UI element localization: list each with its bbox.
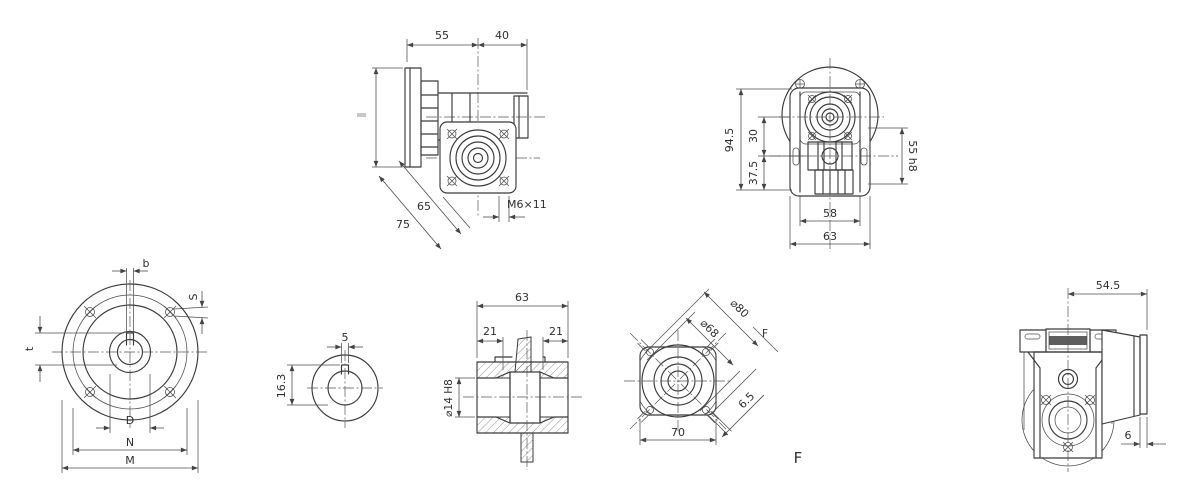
dim-b-label: b <box>143 257 150 270</box>
dim-d68-label: ⌀68 <box>698 317 722 341</box>
dim-70-label: 70 <box>671 426 685 439</box>
dim-keyw-5-label: 5 <box>342 331 349 344</box>
dim-63-label: 63 <box>823 230 837 243</box>
dim-16-3-label: 16.3 <box>275 374 288 399</box>
dim-21-left-label: 21 <box>483 325 497 338</box>
dim-d80-label: ⌀80 <box>728 297 752 321</box>
dim-21-right-label: 21 <box>549 325 563 338</box>
dim-bore-14h8-label: ⌀14 H8 <box>443 379 455 417</box>
view-f-label: F <box>794 449 803 467</box>
dim-58-label: 58 <box>823 207 837 220</box>
view-input-front: 94.5 30 37.5 55 h8 58 63 <box>723 58 919 252</box>
dim-54-5-label: 54.5 <box>1096 279 1121 292</box>
dim-55-label: 55 <box>435 29 449 42</box>
view-output-flange: b S t D N M <box>23 257 209 473</box>
dim-n-label: N <box>126 436 134 449</box>
dim-30-label: 30 <box>747 129 760 143</box>
dim-s-label: S <box>187 293 200 300</box>
dim-shaft-63-label: 63 <box>515 291 529 304</box>
dim-m-label: M <box>125 454 135 467</box>
view-input-side: 55 40 65 75 M6×11 <box>357 29 547 250</box>
section-f-leader-label: F <box>762 328 768 340</box>
dim-75-label: 75 <box>396 218 410 231</box>
dim-55h8-label: 55 h8 <box>906 140 919 171</box>
view-worm-shaft-end: 5 16.3 <box>275 331 383 428</box>
dim-65-label: 65 <box>417 200 431 213</box>
illegible-dim-label <box>357 113 366 117</box>
dim-37-5-label: 37.5 <box>747 161 760 186</box>
view-hollow-shaft-section: 63 21 21 ⌀14 H8 <box>443 291 582 470</box>
nameplate-band <box>1049 336 1087 345</box>
dim-6-5-label: 6.5 <box>736 390 758 412</box>
dim-40-label: 40 <box>495 29 509 42</box>
tap-m6x11-label: M6×11 <box>507 198 547 211</box>
view-square-flange: ⌀80 ⌀68 F 6.5 70 <box>624 288 779 445</box>
dim-d-label: D <box>126 414 134 427</box>
dim-94-5-label: 94.5 <box>723 128 736 153</box>
dim-t-label: t <box>23 346 36 351</box>
view-rear-side: 54.5 6 <box>1019 279 1166 472</box>
dim-6-label: 6 <box>1125 429 1132 442</box>
